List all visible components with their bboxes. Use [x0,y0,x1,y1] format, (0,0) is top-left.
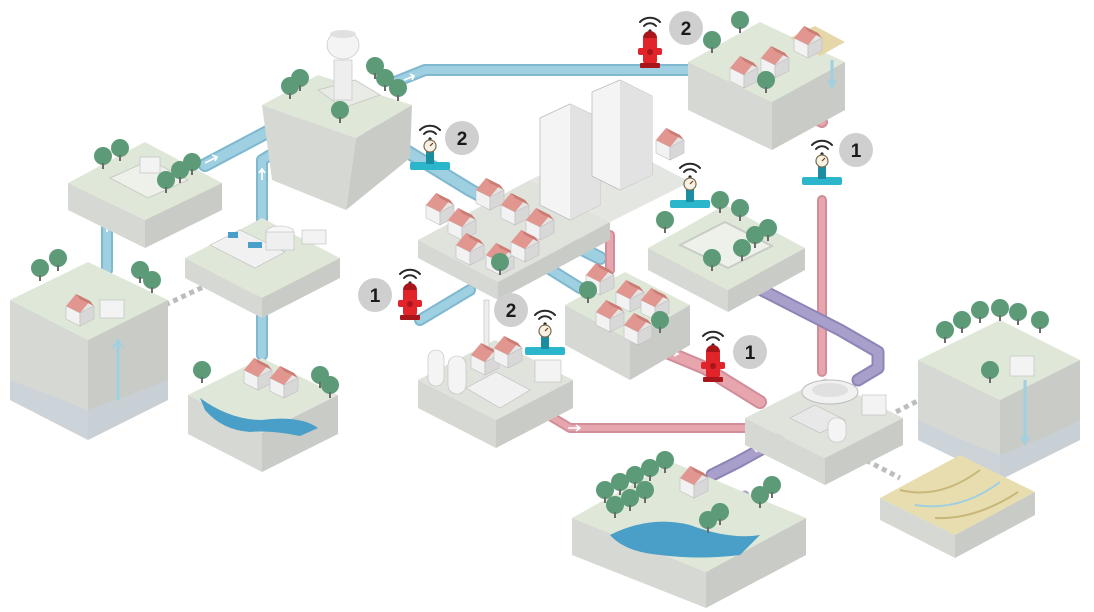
sensor-count: 1 [851,141,862,162]
tile-right-well [918,299,1080,480]
tile-houses-center [565,262,690,380]
fire-hydrant-icon [398,283,422,320]
wifi-icon [811,139,833,156]
water-meter-icon [525,324,565,355]
sensor-count-badge: 1 [733,335,767,369]
sensor-count: 1 [370,286,381,307]
tile-lake-forest [572,451,806,608]
meter-sensor-right[interactable]: 1 [802,133,873,185]
water-tower [326,30,360,101]
wifi-icon [702,330,724,347]
tile-treatment-plant-right [745,378,903,485]
tile-farm [688,11,845,150]
wifi-icon [419,124,441,141]
tile-water-tower [262,30,412,210]
meter-sensor-city[interactable] [670,162,710,208]
sensor-count-badge: 1 [358,278,392,312]
wifi-icon [639,16,661,33]
fire-hydrant-icon [701,345,725,382]
tile-well-house [10,249,168,440]
fire-hydrant-icon [638,31,662,68]
wifi-icon [679,162,701,179]
sensor-count-badge: 2 [494,293,528,327]
sensor-count: 2 [506,301,517,322]
sensor-count: 2 [457,129,468,150]
sensor-count: 1 [745,343,756,364]
water-meter-icon [802,154,842,185]
sensor-layer: 2 2 1 1 2 1 [358,11,873,382]
tile-city [418,79,690,300]
water-meter-icon [410,139,450,170]
apartment-blocks [539,79,653,221]
meter-sensor-center[interactable]: 2 [410,121,479,170]
sensor-count: 2 [681,19,692,40]
tile-left-house [68,139,222,248]
sensor-count-badge: 2 [445,121,479,155]
wifi-icon [399,268,421,285]
tile-river-house [188,357,339,472]
hydrant-sensor-right[interactable]: 1 [701,330,767,382]
meter-sensor-lower[interactable]: 2 [494,293,565,355]
sensor-count-badge: 1 [839,133,873,167]
sensor-count-badge: 2 [669,11,703,45]
water-meter-icon [670,177,710,208]
hydrant-sensor-top[interactable]: 2 [638,11,703,68]
tile-factory [418,299,573,448]
tile-field [880,455,1035,558]
pipe-network [101,64,937,510]
tile-treatment-plant-left [185,218,340,318]
tile-park [648,191,805,312]
wifi-icon [534,309,556,326]
hydrant-sensor-left[interactable]: 1 [358,268,422,320]
